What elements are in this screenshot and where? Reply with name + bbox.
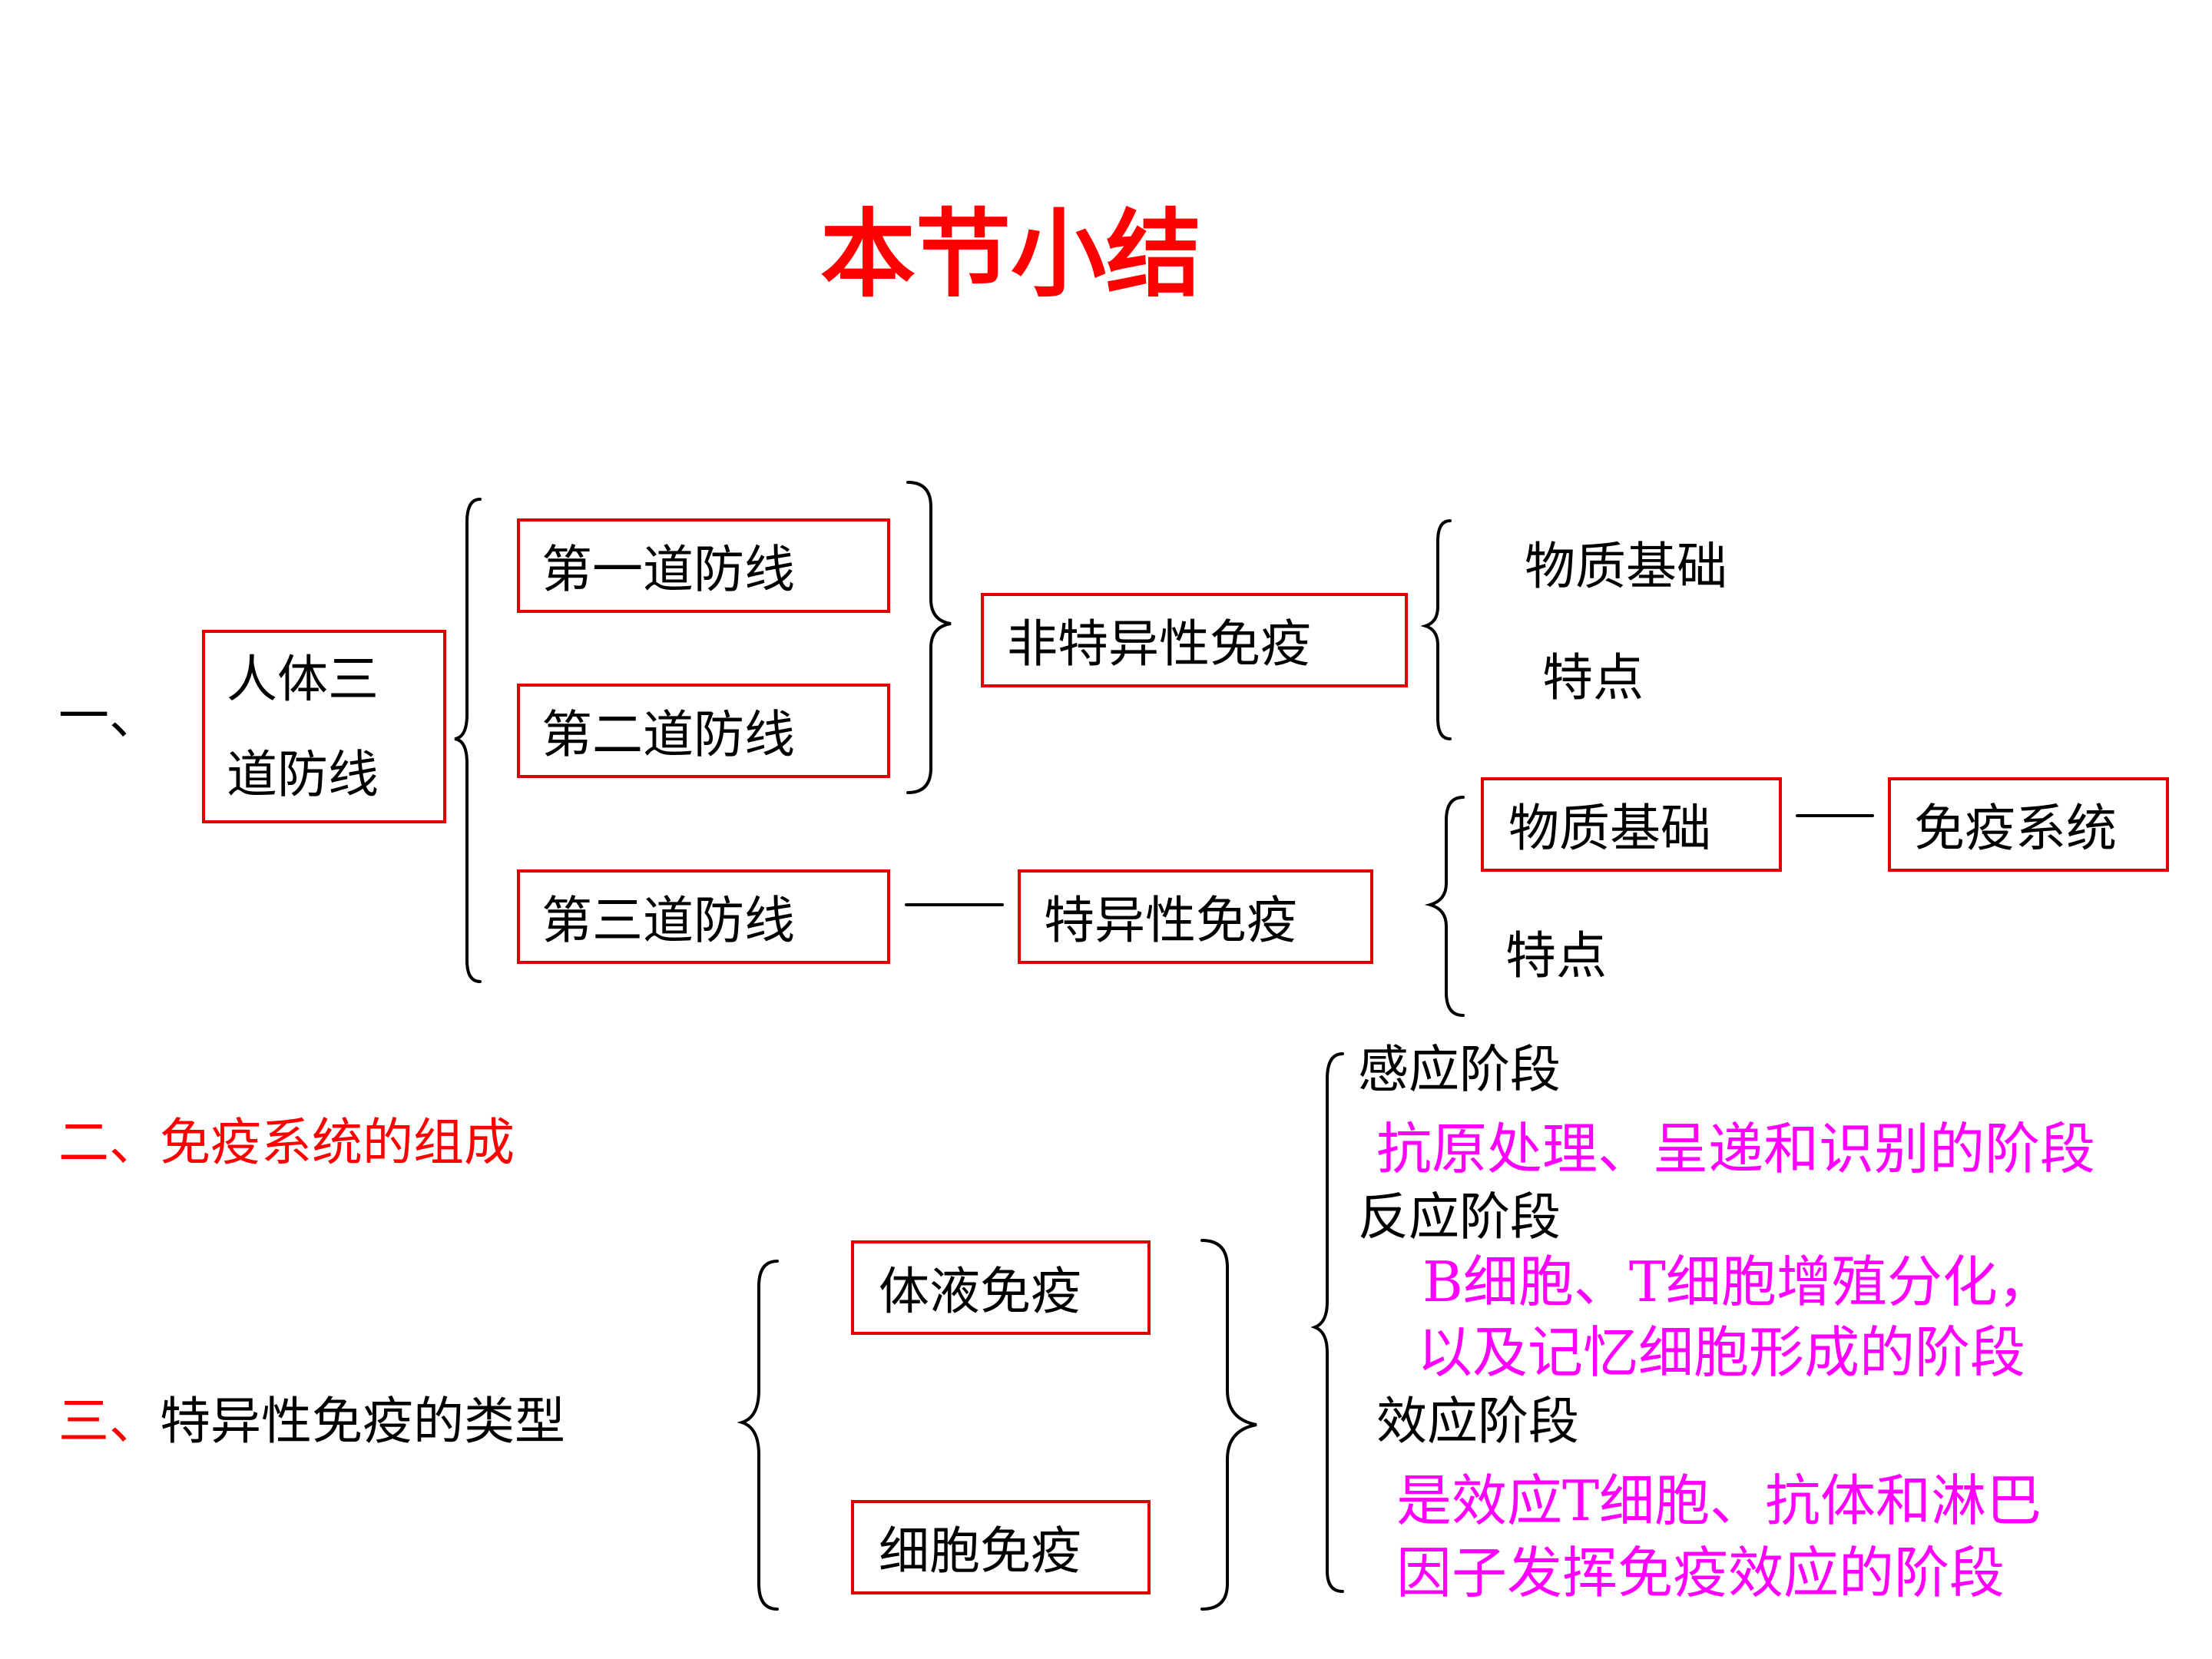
box-specific-basis-label: 物质基础 [1508, 799, 1711, 858]
section-one-label: 一、 [58, 687, 160, 746]
brace-types-join [1200, 1239, 1257, 1611]
nonspecific-item-basis: 物质基础 [1525, 537, 1727, 596]
brace-nonspecific-join [906, 481, 952, 794]
root-box-line2: 道防线 [227, 745, 379, 804]
box-specific-label: 特异性免疫 [1044, 891, 1297, 950]
box-first-line: 第一道防线 [517, 518, 890, 613]
brace-immunity-types [737, 1260, 779, 1611]
stage-induction: 感应阶段 [1358, 1040, 1561, 1099]
root-box-line1: 人体三 [227, 650, 379, 709]
brace-defense-lines [454, 498, 482, 983]
section-three-prefix: 三、 [58, 1392, 160, 1451]
stage-effect: 效应阶段 [1376, 1392, 1579, 1451]
stage-reaction-desc-1: B细胞、T细胞增殖分化， [1422, 1250, 2053, 1314]
section-two-label: 二、免疫系统的组成 [58, 1113, 515, 1172]
stage-reaction-desc-2: 以及记忆细胞形成的阶段 [1417, 1320, 2026, 1385]
stage-reaction: 反应阶段 [1358, 1187, 1561, 1247]
specific-item-feature: 特点 [1505, 926, 1607, 985]
box-cellular-label: 细胞免疫 [879, 1522, 1081, 1581]
brace-specific-items [1424, 796, 1465, 1017]
section-three-label: 三、特异性免疫的类型 [58, 1396, 565, 1447]
stage-effect-desc-1: 是效应T细胞、抗体和淋巴 [1396, 1469, 2042, 1533]
box-first-line-label: 第一道防线 [541, 540, 795, 599]
stage-effect-desc-2: 因子发挥免疫效应的阶段 [1396, 1541, 2005, 1605]
box-specific-basis: 物质基础 [1481, 777, 1782, 872]
box-humoral: 体液免疫 [851, 1240, 1151, 1335]
page-title: 本节小结 [820, 199, 1202, 310]
box-third-line-label: 第三道防线 [541, 891, 795, 950]
box-cellular: 细胞免疫 [851, 1500, 1151, 1594]
section-three-rest: 特异性免疫的类型 [160, 1392, 565, 1451]
box-second-line-label: 第二道防线 [541, 705, 795, 764]
box-immune-system: 免疫系统 [1888, 777, 2169, 872]
brace-nonspecific-items [1420, 519, 1452, 740]
brace-stages [1310, 1052, 1344, 1593]
box-nonspecific-label: 非特异性免疫 [1007, 614, 1311, 674]
box-second-line: 第二道防线 [517, 684, 890, 778]
box-third-line: 第三道防线 [517, 869, 890, 964]
box-specific: 特异性免疫 [1018, 869, 1373, 964]
stage-induction-desc: 抗原处理、呈递和识别的阶段 [1376, 1117, 2096, 1181]
box-nonspecific: 非特异性免疫 [981, 593, 1408, 687]
box-humoral-label: 体液免疫 [879, 1262, 1081, 1321]
box-immune-system-label: 免疫系统 [1914, 799, 2117, 858]
nonspecific-item-feature: 特点 [1542, 648, 1644, 707]
root-box-three-lines: 人体三 道防线 [202, 630, 446, 823]
